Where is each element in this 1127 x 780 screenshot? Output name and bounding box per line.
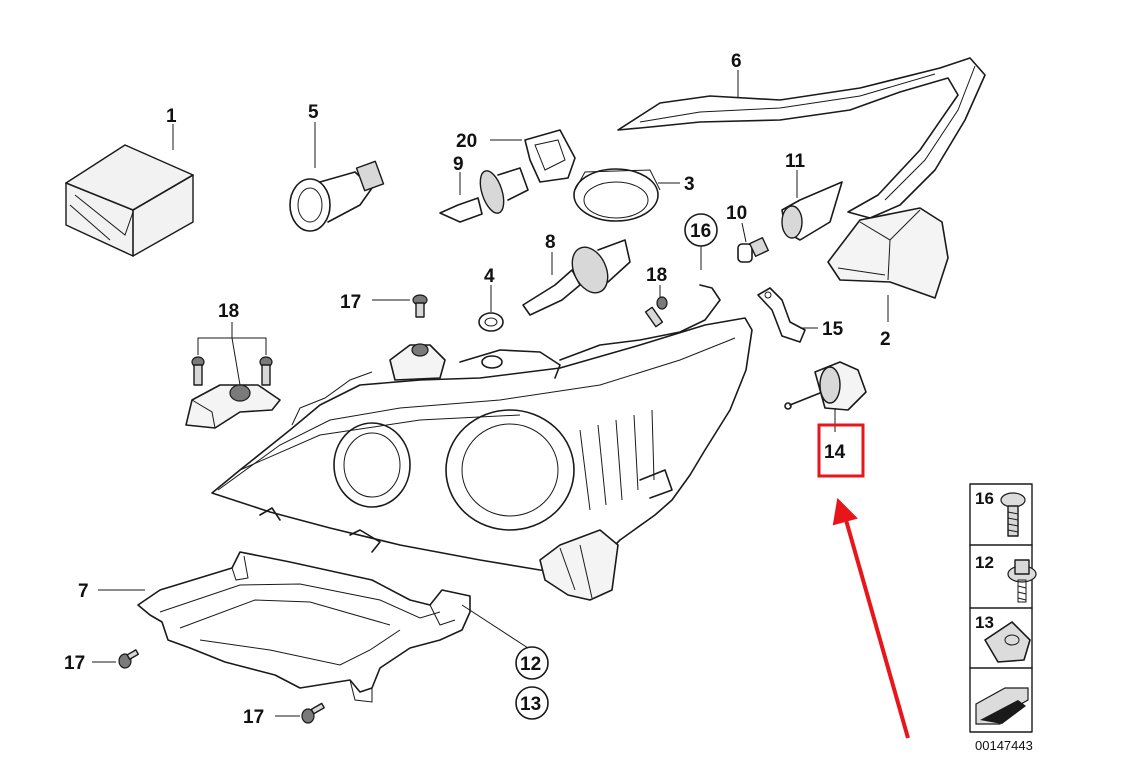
label-part-1: 1 xyxy=(166,106,177,127)
part-14-adjuster[interactable] xyxy=(784,361,867,411)
label-part-10: 10 xyxy=(726,203,747,224)
label-part-6: 6 xyxy=(731,51,742,72)
part-3-ring[interactable] xyxy=(573,168,661,222)
label-part-8: 8 xyxy=(545,232,556,253)
legend-icon-13 xyxy=(984,621,1031,663)
part-8-xenon-bulb[interactable] xyxy=(522,239,631,316)
annotation-arrow xyxy=(832,497,910,739)
fastener-legend: 16 12 13 xyxy=(969,483,1037,733)
legend-icon-arrow xyxy=(975,687,1029,725)
label-part-14: 14 xyxy=(824,442,846,463)
label-part-7: 7 xyxy=(78,581,89,602)
legend-label-16: 16 xyxy=(975,489,994,508)
label-part-13: 13 xyxy=(520,694,541,715)
label-part-20: 20 xyxy=(456,131,477,152)
part-20-clip[interactable] xyxy=(524,129,576,183)
label-part-17-left: 17 xyxy=(64,653,85,674)
label-part-5: 5 xyxy=(308,102,319,123)
part-17-screw-bottom[interactable] xyxy=(301,702,325,724)
part-2-cover[interactable] xyxy=(827,207,949,299)
label-part-11: 11 xyxy=(785,151,806,172)
legend-icon-12 xyxy=(1007,559,1037,603)
label-part-3: 3 xyxy=(684,174,695,195)
label-part-17-top: 17 xyxy=(340,292,361,313)
label-part-15: 15 xyxy=(822,319,844,340)
label-part-12: 12 xyxy=(520,654,541,675)
legend-label-13: 13 xyxy=(975,613,994,632)
part-1-box[interactable] xyxy=(65,144,194,257)
label-part-18-left: 18 xyxy=(218,301,239,322)
label-part-4: 4 xyxy=(484,266,495,287)
part-10-bulb[interactable] xyxy=(737,236,770,263)
label-part-18-mid: 18 xyxy=(646,265,667,286)
part-18-screw-mid[interactable] xyxy=(644,296,668,328)
part-5-socket[interactable] xyxy=(289,160,385,232)
part-7-frame[interactable] xyxy=(137,551,471,703)
label-part-2: 2 xyxy=(880,329,891,350)
part-6-seal[interactable] xyxy=(617,57,986,219)
part-18-screws-left[interactable] xyxy=(191,356,273,386)
label-part-9: 9 xyxy=(453,154,464,175)
part-9-bulb[interactable] xyxy=(439,167,529,223)
part-15-strap[interactable] xyxy=(757,287,806,343)
part-18-bracket[interactable] xyxy=(185,384,281,429)
highlight-box-part-14 xyxy=(817,423,865,478)
legend-icon-16 xyxy=(1000,492,1026,537)
label-part-16: 16 xyxy=(690,221,711,242)
label-part-17-bottom: 17 xyxy=(243,707,264,728)
part-17-screw-left[interactable] xyxy=(118,649,140,669)
catalog-number: 00147443 xyxy=(975,738,1033,753)
part-17-screw-top[interactable] xyxy=(412,294,428,318)
part-4-ring[interactable] xyxy=(478,312,504,332)
part-11-socket[interactable] xyxy=(781,181,843,241)
legend-label-12: 12 xyxy=(975,553,994,572)
headlight-housing[interactable] xyxy=(211,284,753,601)
